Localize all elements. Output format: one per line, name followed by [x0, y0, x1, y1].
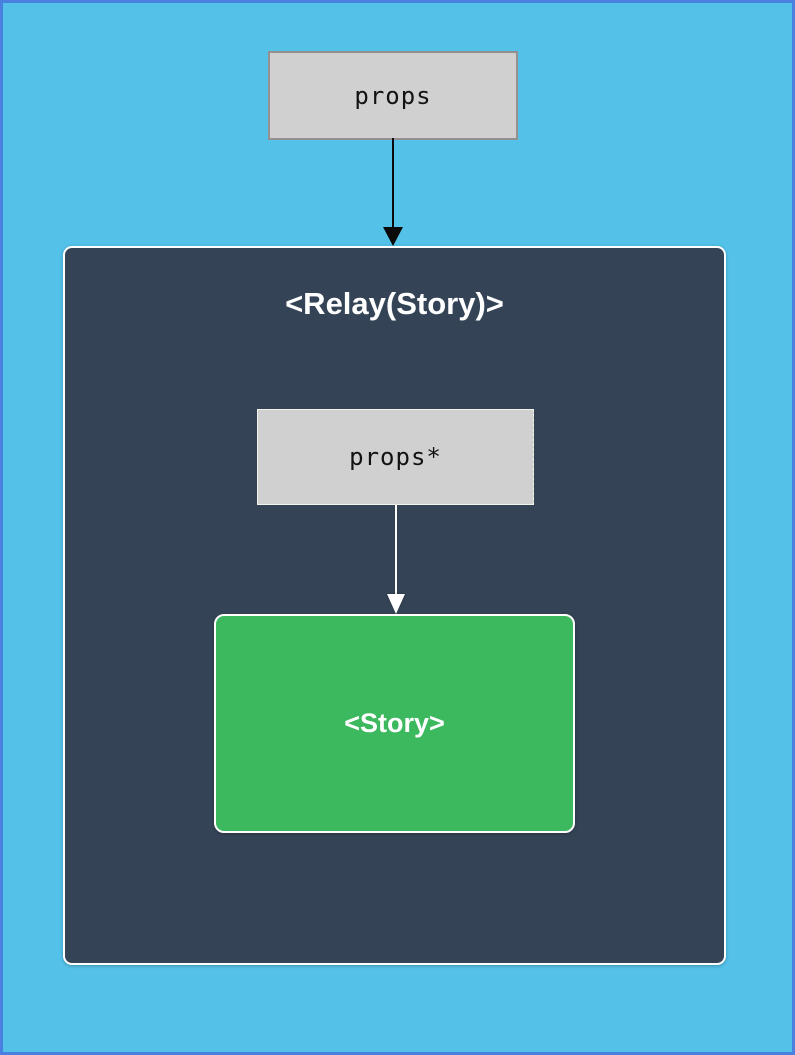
props-box: props: [268, 51, 518, 140]
down-arrowhead-white-icon: [387, 594, 405, 614]
down-arrowhead-icon: [383, 227, 403, 246]
story-box: <Story>: [214, 614, 575, 833]
inner-props-box: props*: [257, 409, 534, 505]
down-arrow-white-icon: [395, 505, 397, 595]
story-box-label: <Story>: [344, 708, 445, 738]
inner-props-box-label: props*: [349, 443, 442, 471]
down-arrow-icon: [392, 138, 394, 228]
relay-container: <Relay(Story)> props* <Story>: [63, 246, 726, 965]
relay-container-title: <Relay(Story)>: [285, 286, 504, 321]
props-box-label: props: [354, 81, 432, 110]
